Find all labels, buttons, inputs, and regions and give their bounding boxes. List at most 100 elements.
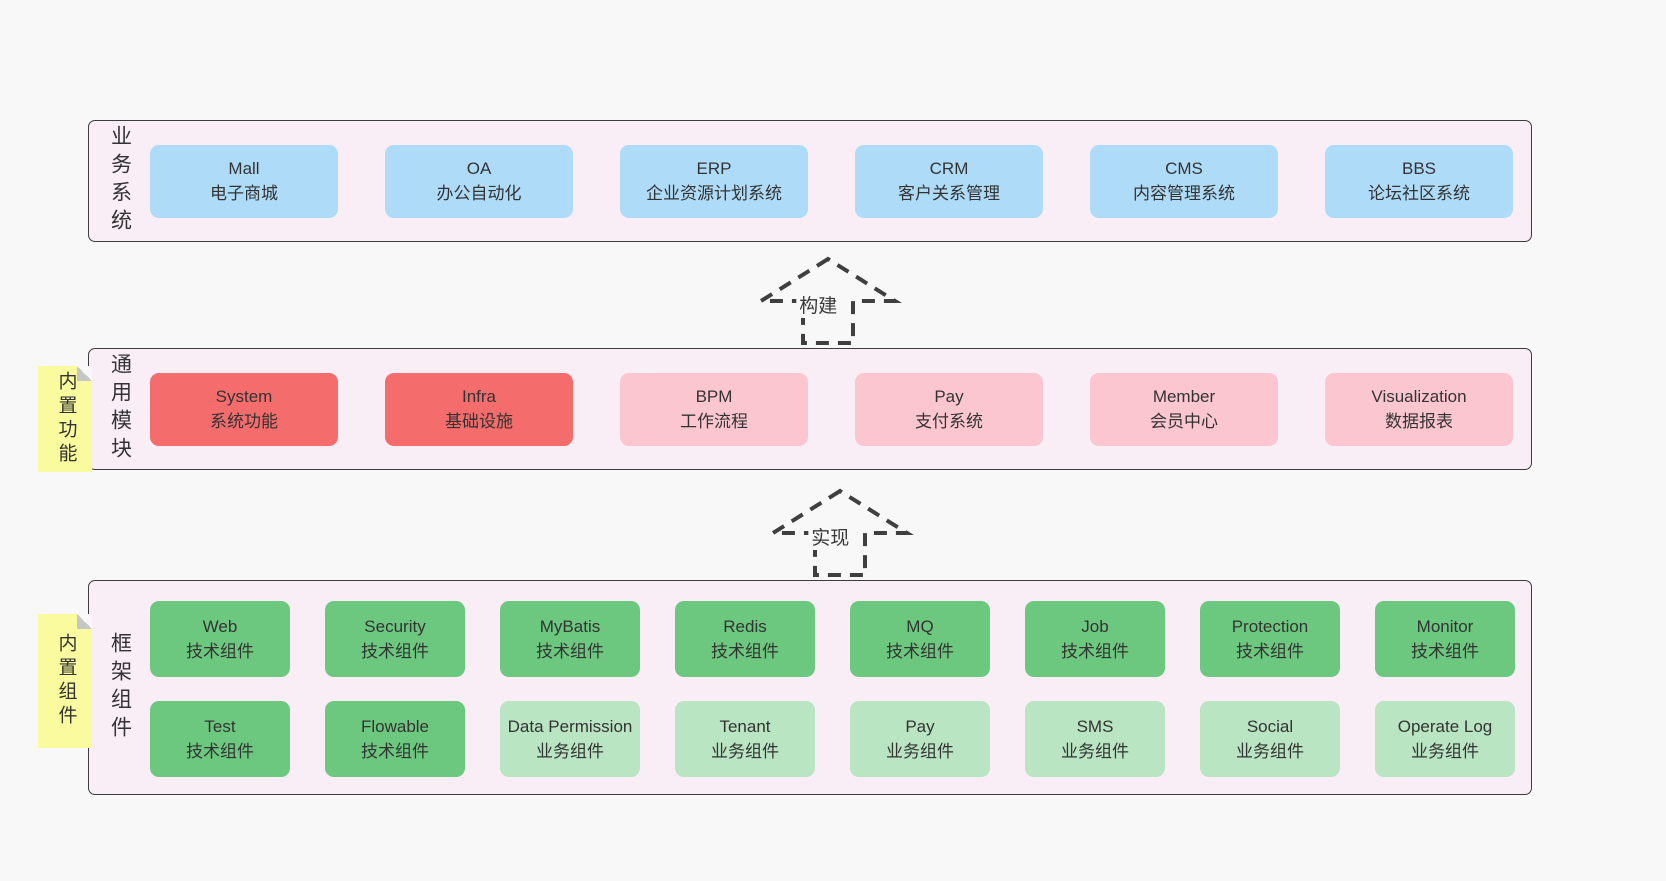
- band-label-text: 业务系统: [108, 125, 132, 237]
- box-subtitle: 企业资源计划系统: [646, 184, 782, 203]
- box-subtitle: 内容管理系统: [1133, 184, 1235, 203]
- box-title: Social: [1246, 717, 1294, 736]
- box-subtitle: 客户关系管理: [898, 184, 1000, 203]
- box-subtitle: 技术组件: [1411, 642, 1479, 661]
- box-title: System: [215, 387, 273, 406]
- band-business-systems: 业务系统 Mall 电子商城 OA 办公自动化 ERP 企业资源计划系统 CRM…: [88, 120, 1532, 242]
- box-erp: ERP 企业资源计划系统: [620, 144, 808, 218]
- sticky-note-builtin-components: 内置组件: [38, 614, 92, 748]
- box-title: Infra: [461, 387, 497, 406]
- box-subtitle: 论坛社区系统: [1368, 184, 1470, 203]
- dashed-up-arrow-icon: [754, 256, 902, 345]
- arrow-implement-label: 实现: [808, 523, 853, 550]
- box-oa: OA 办公自动化: [385, 144, 573, 218]
- component-row-tech: Web 技术组件 Security 技术组件 MyBatis 技术组件 Redi…: [150, 601, 1531, 677]
- box-subtitle: 业务组件: [886, 742, 954, 761]
- band-common-modules: 通用模块 System 系统功能 Infra 基础设施 BPM 工作流程 Pay…: [88, 348, 1532, 470]
- box-subtitle: 技术组件: [186, 742, 254, 761]
- box-title: Redis: [723, 617, 767, 636]
- band-label-business-systems: 业务系统: [89, 121, 139, 241]
- box-subtitle: 技术组件: [1061, 642, 1129, 661]
- box-subtitle: 数据报表: [1385, 412, 1453, 431]
- box-title: CMS: [1165, 159, 1203, 178]
- box-title: Operate Log: [1397, 717, 1493, 736]
- box-title: MyBatis: [539, 617, 601, 636]
- band-label-framework-components: 框架组件: [89, 581, 139, 794]
- business-boxes: Mall 电子商城 OA 办公自动化 ERP 企业资源计划系统 CRM 客户关系…: [150, 121, 1531, 241]
- box-crm: CRM 客户关系管理: [855, 144, 1043, 218]
- box-title: Mall: [228, 159, 260, 178]
- box-title: Flowable: [360, 717, 430, 736]
- box-infra: Infra 基础设施: [385, 372, 573, 446]
- box-data-permission: Data Permission 业务组件: [500, 701, 640, 777]
- box-social: Social 业务组件: [1200, 701, 1340, 777]
- box-subtitle: 技术组件: [711, 642, 779, 661]
- box-title: ERP: [696, 159, 732, 178]
- note-fold-corner-icon: [77, 366, 92, 381]
- box-subtitle: 工作流程: [680, 412, 748, 431]
- note-fold-corner-icon: [77, 614, 92, 629]
- box-mybatis: MyBatis 技术组件: [500, 601, 640, 677]
- box-title: Pay: [934, 387, 964, 406]
- box-title: SMS: [1076, 717, 1114, 736]
- box-title: Pay: [905, 717, 935, 736]
- box-title: CRM: [929, 159, 969, 178]
- box-bpm: BPM 工作流程: [620, 372, 808, 446]
- box-subtitle: 业务组件: [1061, 742, 1129, 761]
- box-protection: Protection 技术组件: [1200, 601, 1340, 677]
- box-subtitle: 支付系统: [915, 412, 983, 431]
- band-label-text: 通用模块: [108, 353, 132, 465]
- box-pay-component: Pay 业务组件: [850, 701, 990, 777]
- box-monitor: Monitor 技术组件: [1375, 601, 1515, 677]
- box-subtitle: 业务组件: [536, 742, 604, 761]
- sticky-note-builtin-features: 内置功能: [38, 366, 92, 472]
- box-subtitle: 电子商城: [210, 184, 278, 203]
- band-framework-components: 框架组件 Web 技术组件 Security 技术组件 MyBatis 技术组件…: [88, 580, 1532, 795]
- box-title: Monitor: [1416, 617, 1474, 636]
- box-subtitle: 业务组件: [711, 742, 779, 761]
- box-subtitle: 技术组件: [186, 642, 254, 661]
- box-web: Web 技术组件: [150, 601, 290, 677]
- box-job: Job 技术组件: [1025, 601, 1165, 677]
- box-subtitle: 技术组件: [1236, 642, 1304, 661]
- box-security: Security 技术组件: [325, 601, 465, 677]
- box-subtitle: 技术组件: [536, 642, 604, 661]
- band-label-common-modules: 通用模块: [89, 349, 139, 469]
- box-bbs: BBS 论坛社区系统: [1325, 144, 1513, 218]
- box-title: Visualization: [1371, 387, 1467, 406]
- component-row-business: Test 技术组件 Flowable 技术组件 Data Permission …: [150, 701, 1531, 777]
- box-title: Web: [202, 617, 238, 636]
- box-subtitle: 技术组件: [361, 642, 429, 661]
- band-label-text: 框架组件: [108, 631, 132, 744]
- box-mall: Mall 电子商城: [150, 144, 338, 218]
- box-mq: MQ 技术组件: [850, 601, 990, 677]
- box-subtitle: 系统功能: [210, 412, 278, 431]
- box-title: Tenant: [719, 717, 771, 736]
- box-member: Member 会员中心: [1090, 372, 1278, 446]
- component-rows: Web 技术组件 Security 技术组件 MyBatis 技术组件 Redi…: [150, 581, 1531, 794]
- arrow-build: 构建: [753, 255, 903, 347]
- box-test: Test 技术组件: [150, 701, 290, 777]
- box-subtitle: 技术组件: [886, 642, 954, 661]
- box-tenant: Tenant 业务组件: [675, 701, 815, 777]
- box-flowable: Flowable 技术组件: [325, 701, 465, 777]
- note-text: 内置功能: [55, 371, 77, 467]
- box-sms: SMS 业务组件: [1025, 701, 1165, 777]
- box-title: Data Permission: [507, 717, 633, 736]
- box-title: Job: [1081, 617, 1109, 636]
- box-pay-module: Pay 支付系统: [855, 372, 1043, 446]
- box-system: System 系统功能: [150, 372, 338, 446]
- box-operate-log: Operate Log 业务组件: [1375, 701, 1515, 777]
- dashed-up-arrow-icon: [766, 488, 914, 577]
- box-title: Protection: [1231, 617, 1309, 636]
- box-subtitle: 办公自动化: [436, 184, 522, 203]
- box-title: Test: [204, 717, 236, 736]
- box-visualization: Visualization 数据报表: [1325, 372, 1513, 446]
- arrow-build-label: 构建: [796, 291, 841, 318]
- box-title: MQ: [906, 617, 934, 636]
- module-boxes: System 系统功能 Infra 基础设施 BPM 工作流程 Pay 支付系统…: [150, 349, 1531, 469]
- box-title: BBS: [1401, 159, 1437, 178]
- box-subtitle: 业务组件: [1411, 742, 1479, 761]
- box-title: OA: [466, 159, 492, 178]
